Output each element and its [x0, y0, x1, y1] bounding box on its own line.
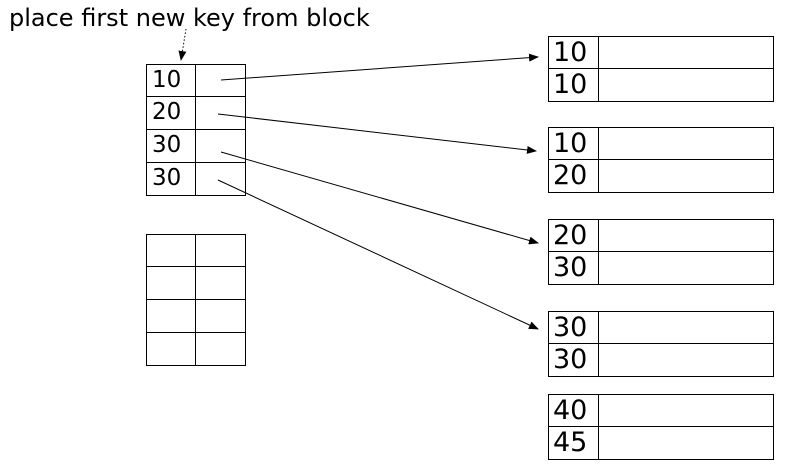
data-record: 20: [548, 219, 774, 252]
empty-pointer-cell: [196, 333, 245, 365]
pointer-arrow-1: [220, 53, 539, 81]
data-record: 20: [548, 160, 774, 193]
record-data-cell: [599, 37, 773, 68]
record-data-cell: [599, 220, 773, 251]
index-entry: 10: [146, 64, 246, 97]
data-block-2: 10 20: [548, 127, 774, 193]
empty-key-cell: [147, 235, 196, 266]
pointer-arrow-4: [217, 179, 539, 330]
record-key: 20: [549, 220, 599, 251]
record-key: 10: [549, 37, 599, 68]
record-data-cell: [599, 395, 773, 426]
record-key: 30: [549, 312, 599, 343]
data-block-3: 20 30: [548, 219, 774, 285]
record-key: 40: [549, 395, 599, 426]
record-key: 30: [549, 344, 599, 376]
empty-index-entry: [146, 333, 246, 366]
diagram-caption: place first new key from block: [9, 4, 370, 32]
record-data-cell: [599, 344, 773, 376]
empty-index-entry: [146, 267, 246, 300]
empty-index-entry: [146, 300, 246, 333]
record-key: 10: [549, 128, 599, 159]
record-key: 20: [549, 160, 599, 192]
index-key: 10: [147, 65, 196, 96]
index-entry: 20: [146, 97, 246, 130]
data-block-1: 10 10: [548, 36, 774, 102]
data-block-4: 30 30: [548, 311, 774, 377]
data-record: 10: [548, 36, 774, 69]
record-data-cell: [599, 160, 773, 192]
index-pointer-cell: [196, 130, 245, 162]
record-data-cell: [599, 427, 773, 459]
record-data-cell: [599, 312, 773, 343]
index-key: 30: [147, 163, 196, 195]
record-data-cell: [599, 128, 773, 159]
index-pointer-cell: [196, 163, 245, 195]
empty-index-block: [146, 234, 246, 366]
data-record: 30: [548, 311, 774, 344]
data-record: 40: [548, 394, 774, 427]
empty-key-cell: [147, 267, 196, 299]
empty-key-cell: [147, 300, 196, 332]
data-record: 30: [548, 252, 774, 285]
index-key: 30: [147, 130, 196, 162]
record-key: 45: [549, 427, 599, 459]
empty-pointer-cell: [196, 267, 245, 299]
index-pointer-cell: [196, 97, 245, 129]
index-entry: 30: [146, 130, 246, 163]
record-data-cell: [599, 69, 773, 101]
record-key: 10: [549, 69, 599, 101]
empty-key-cell: [147, 333, 196, 365]
data-record: 45: [548, 427, 774, 460]
record-key: 30: [549, 252, 599, 284]
index-key: 20: [147, 97, 196, 129]
index-entry: 30: [146, 163, 246, 196]
record-data-cell: [599, 252, 773, 284]
empty-pointer-cell: [196, 235, 245, 266]
data-record: 10: [548, 127, 774, 160]
index-pointer-cell: [196, 65, 245, 96]
data-record: 30: [548, 344, 774, 377]
index-block: 10 20 30 30: [146, 64, 246, 196]
empty-index-entry: [146, 234, 246, 267]
data-block-5: 40 45: [548, 394, 774, 460]
pointer-arrow-3: [220, 151, 539, 245]
pointer-arrow-2: [217, 113, 537, 154]
empty-pointer-cell: [196, 300, 245, 332]
data-record: 10: [548, 69, 774, 102]
